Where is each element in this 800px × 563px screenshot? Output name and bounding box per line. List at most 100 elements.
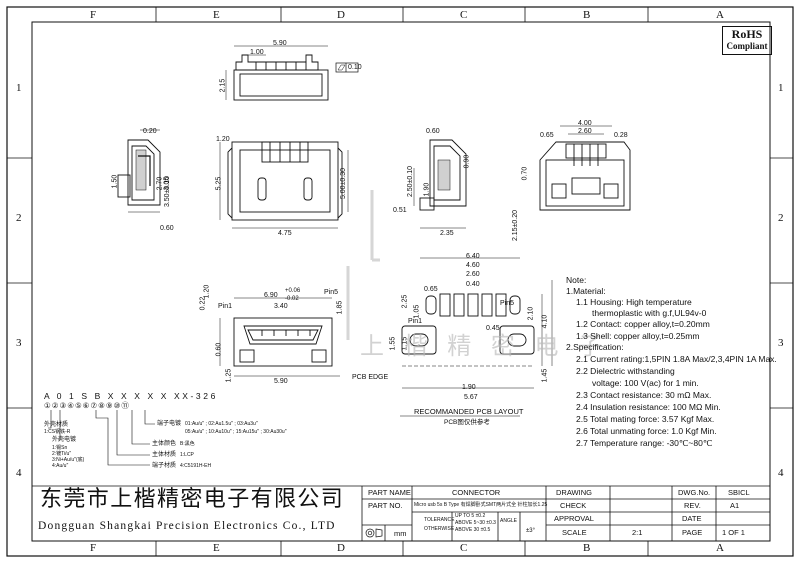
dim-rs-5: 0.51 [393,207,407,214]
part-code: A 0 1 S B X X X X X XX-326 [44,391,218,401]
label-pcb-edge: PCB EDGE [352,374,389,381]
code-num: ⑨ [105,401,114,410]
angle-value: ±3° [526,528,536,534]
tol-row-1: UP TO 5 ±0.2 [455,513,486,519]
dim-bv-3: -0.02 [285,296,299,302]
dim-fv-2: 5.25 [215,176,223,191]
dim-ls-3: 2.70 [156,176,164,191]
note-line: 1.1 Housing: High temperature [576,297,692,307]
dim-pl-8: 1.05 [413,304,421,319]
watermark: 上 楷 精 密 电 子 [360,332,609,360]
note-line: 2.5 Total mating force: 3.57 Kgf Max. [576,414,715,424]
shell-plating-title: 外壳电镀 [52,437,77,443]
code-num: ⑥ [82,401,91,410]
part-no-value: Micro usb 5s B Type 有焊脚卧式SMT两片式全 针柱加长1.2… [414,502,548,508]
tol-row-3: ABOVE 30 ±0.5 [455,527,491,533]
zone-bottom-d: D [337,542,345,554]
dim-pl-15: 4.10 [541,314,549,329]
note-line: 2.Specification: [566,342,624,352]
dwg-no-value: SBICL [728,488,750,497]
dim-pl-1: 2.15±0.20 [512,209,520,242]
zone-right-3: 3 [778,337,784,349]
dim-iso-4: 0.28 [614,132,628,139]
note-line: voltage: 100 V(ac) for 1 min. [592,378,699,388]
dim-rs-4: 1.90 [423,182,431,197]
zone-top-f: F [90,9,97,21]
left-side-view [117,129,161,213]
dim-fv-1: 1.20 [216,136,230,143]
note-line: 1.3 Shell: copper alloy,t=0.25mm [576,331,700,341]
title-block [32,485,770,541]
top-view [225,45,359,101]
dim-ls-5: 3.50±0.10 [164,175,172,208]
zone-bottom-b: B [583,542,591,554]
part-name-value: CONNECTOR [452,488,501,497]
zone-left-1: 1 [16,82,22,94]
code-num: ⑦ [90,401,99,410]
zone-top-a: A [716,9,724,21]
zone-bottom-a: A [716,542,724,554]
code-num: ③ [59,401,68,410]
dim-bv-4: 3.40 [274,303,288,310]
note-line: 2.1 Current rating:1,5PIN 1.8A Max/2,3,4… [576,354,777,364]
shell-plating-opt-2: 2:镀Ti/u'' [52,451,72,457]
company-name-cn: 东莞市上楷精密电子有限公司 [40,487,345,512]
rohs-line1: RoHS [731,27,763,41]
code-num: ⑪ [121,401,130,410]
dim-fv-3: 5.00±0.30 [340,167,348,200]
page-value: 1 OF 1 [722,528,745,537]
approval-label: APPROVAL [554,514,594,523]
dim-bv-6: 1.20 [203,284,211,299]
code-num: ⑩ [113,401,122,410]
shell-plating-opt-4: 4:Au/u'' [52,463,69,469]
dim-rs-1: 0.60 [426,128,440,135]
dim-bv-1: 6.90 [264,292,278,299]
note-line: 2.4 Insulation resistance: 100 MΩ Min. [576,402,721,412]
zone-bottom-c: C [460,542,468,554]
body-color-title: 主体颜色 [152,441,177,447]
note-line: 2.6 Total unmating force: 1.0 Kgf Min. [576,426,717,436]
dim-pl-7: 2.25 [401,294,409,309]
code-num: ① [44,401,52,410]
dim-ls-2: 1.50 [111,174,119,189]
dim-top-tab: 1.00 [250,49,264,56]
unit-value: mm [394,529,407,538]
dim-top-height: 2.15 [219,78,227,93]
dim-bv-5: 0.22 [199,296,207,311]
code-num: ④ [67,401,75,410]
dim-fv-4: 4.75 [278,230,292,237]
dim-pl-5: 0.40 [466,281,480,288]
body-material-opt: 1:LCP [180,452,194,458]
dim-iso-3: 0.65 [540,132,554,139]
zone-top-d: D [337,9,345,21]
dim-top-flatness: 0.10 [348,64,362,71]
notes-title: Note: [566,275,587,285]
dim-ls-6: 0.60 [160,225,174,232]
term-plating-title: 端子电镀 [157,421,182,427]
dim-bv-9: 1.25 [225,368,233,383]
pcb-layout [401,257,553,389]
dim-iso-2: 2.60 [578,128,592,135]
check-label: CHECK [560,501,587,510]
dim-pl-16: 1.45 [541,368,549,383]
term-plating-opts: 01:Au/u'' ; 02:Au1.5u'' ; 03:Au3u'' [185,421,258,427]
dim-bv-7: 1.85 [336,300,344,315]
iso-view [539,125,631,211]
company-name-en: Dongguan Shangkai Precision Electronics … [38,520,336,532]
code-num: ⑧ [98,401,106,410]
dim-bv-10: 5.90 [274,378,288,385]
dim-pl-6: 0.65 [424,286,438,293]
dim-pl-12: 1.90 [462,384,476,391]
body-color-opt: B:黑色 [180,441,195,447]
note-line: 2.7 Temperature range: -30℃~80℃ [576,438,713,448]
tolerance-label: TOLERANCE [424,517,455,523]
dim-iso-1: 4.00 [578,120,592,127]
label-pl-pin1: Pin1 [408,318,423,325]
label-pl-pin5: Pin5 [500,300,515,307]
shell-plating-opt-1: 1:锡Sn [52,445,68,451]
note-line: thermoplastic with g.f,UL94v-0 [592,308,707,318]
dim-pl-11: 0.45 [486,325,500,332]
dim-pl-4: 2.60 [466,271,480,278]
otherwise-label: OTHERWISE [424,526,455,532]
label-bv-pin1: Pin1 [218,303,233,310]
